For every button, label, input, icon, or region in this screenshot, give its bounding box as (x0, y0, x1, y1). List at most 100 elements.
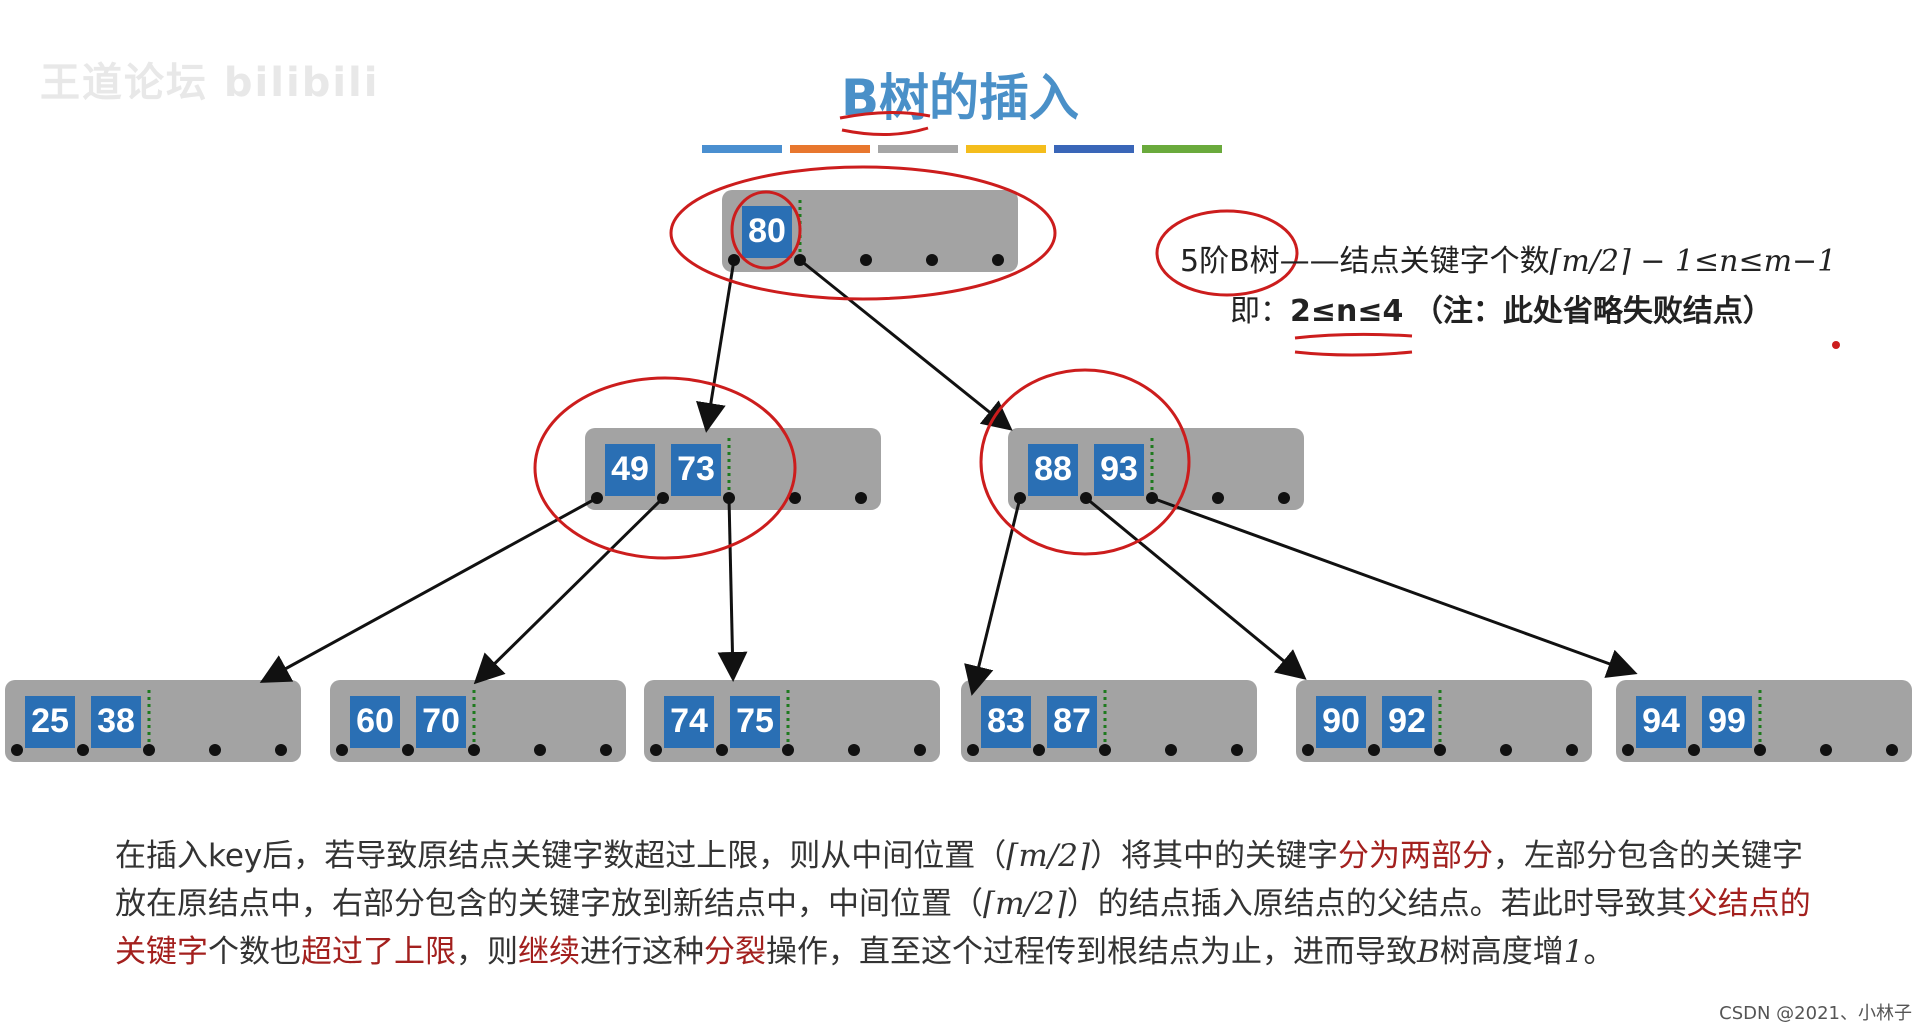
pointer-dot (1231, 744, 1243, 756)
description-segment: 超过了上限 (301, 934, 456, 970)
key-label: 90 (1322, 702, 1360, 740)
pointer-dot (468, 744, 480, 756)
failure-node-note: （注：此处省略失败结点） (1412, 294, 1773, 329)
key-label: 75 (736, 702, 774, 740)
pointer-dot (782, 744, 794, 756)
pointer-dot (1566, 744, 1578, 756)
description-segment: B (1417, 934, 1440, 970)
order-note: 5阶B树——结点关键字个数⌈m/2⌉ − 1≤n≤m−1 (1180, 244, 1837, 279)
range-prefix: 即： (1230, 294, 1290, 329)
description-segment: 继续 (518, 934, 580, 970)
pointer-dot (716, 744, 728, 756)
pointer-dot (860, 254, 872, 266)
description-segment: 分为两部分 (1338, 838, 1494, 874)
footer-credit: CSDN @2021、小林子 (1719, 1003, 1912, 1024)
key-label: 80 (748, 212, 786, 250)
color-bar (702, 145, 1222, 153)
range-value: 2≤n≤4 (1290, 294, 1404, 329)
slide-title: B树的插入 (840, 69, 1080, 127)
pointer-arrow (696, 259, 736, 433)
tree-node (585, 428, 881, 510)
description-segment: 。 (1583, 934, 1615, 970)
description-segment: 1 (1563, 934, 1584, 970)
description-segment: 在插入key后，若导致原结点关键字数超过上限，则从中间位置（ (115, 838, 1007, 874)
description-segment: ，左部分包含的关键字放在原结点中，右部分包含的关键字放到新结点中，中间位置（ (115, 838, 1804, 922)
key-label: 92 (1388, 702, 1426, 740)
description-segment: ，则 (456, 934, 518, 970)
key-box (981, 696, 1031, 748)
description-segment: ⌈m/2⌉ (1006, 838, 1091, 874)
description-paragraph: 在插入key后，若导致原结点关键字数超过上限，则从中间位置（⌈m/2⌉）将其中的… (115, 832, 1815, 976)
pointer-dot (1302, 744, 1314, 756)
pointer-dot (992, 254, 1004, 266)
tree-node (1008, 428, 1304, 510)
annotation-underline (839, 110, 931, 136)
tree-node (5, 680, 301, 762)
pointer-dot (1754, 744, 1766, 756)
key-box (1382, 696, 1432, 748)
description-segment: 操作，直至这个过程传到根结点为止，进而导致 (766, 934, 1417, 970)
color-bar-segment (1054, 145, 1134, 153)
key-box (91, 696, 141, 748)
pointer-dot (77, 744, 89, 756)
key-box (1702, 696, 1752, 748)
pointer-dot (1099, 744, 1111, 756)
tree-node (961, 680, 1257, 762)
range-note: 即：2≤n≤4 （注：此处省略失败结点） (1230, 286, 1773, 330)
color-bar-segment (702, 145, 782, 153)
pointer-dot (848, 744, 860, 756)
description-segment: 进行这种 (580, 934, 704, 970)
tree-node (330, 680, 626, 762)
pointer-dot (1500, 744, 1512, 756)
annotation-circle (1155, 209, 1299, 297)
annotation-circle (979, 368, 1191, 556)
key-label: 70 (422, 702, 460, 740)
tree-node (1616, 680, 1912, 762)
annotation-circle (533, 376, 797, 560)
pointer-dot (600, 744, 612, 756)
key-label: 74 (670, 702, 708, 740)
pointer-arrow (799, 258, 1013, 431)
key-box (1636, 696, 1686, 748)
pointer-arrow (1151, 496, 1638, 678)
key-box (742, 206, 792, 258)
color-bar-segment (790, 145, 870, 153)
key-box (350, 696, 400, 748)
key-label: 73 (677, 450, 715, 488)
key-label: 83 (987, 702, 1025, 740)
pointer-dot (855, 492, 867, 504)
tree-node (1296, 680, 1592, 762)
key-label: 99 (1708, 702, 1746, 740)
pointer-dot (11, 744, 23, 756)
pointer-dot (650, 744, 662, 756)
pointer-dot (209, 744, 221, 756)
pointer-dot (1212, 492, 1224, 504)
pointer-dot (926, 254, 938, 266)
annotation-underline (1294, 332, 1413, 357)
description-segment: 分裂 (704, 934, 766, 970)
pointer-arrow (964, 497, 1022, 696)
constraint-formula: ⌈m/2⌉ − 1≤n≤m−1 (1549, 244, 1837, 279)
key-label: 60 (356, 702, 394, 740)
description-segment: ）的结点插入原结点的父结点。若此时导致其 (1066, 886, 1687, 922)
pointer-dot (1368, 744, 1380, 756)
annotation-circle (730, 190, 802, 270)
key-label: 87 (1053, 702, 1091, 740)
pointer-arrow (259, 496, 598, 683)
key-label: 93 (1100, 450, 1138, 488)
pointer-dot (336, 744, 348, 756)
pointer-arrow (473, 496, 665, 685)
pointer-dot (534, 744, 546, 756)
key-box (25, 696, 75, 748)
pointer-dot (1622, 744, 1634, 756)
pointer-dot (1820, 744, 1832, 756)
pointer-dot (1033, 744, 1045, 756)
key-label: 49 (611, 450, 649, 488)
description-segment: ）将其中的关键字 (1090, 838, 1339, 874)
key-label: 38 (97, 702, 135, 740)
description-segment: 树高度增 (1439, 934, 1564, 970)
pointer-arrow (717, 497, 748, 682)
key-label: 94 (1642, 702, 1680, 740)
color-bar-segment (966, 145, 1046, 153)
